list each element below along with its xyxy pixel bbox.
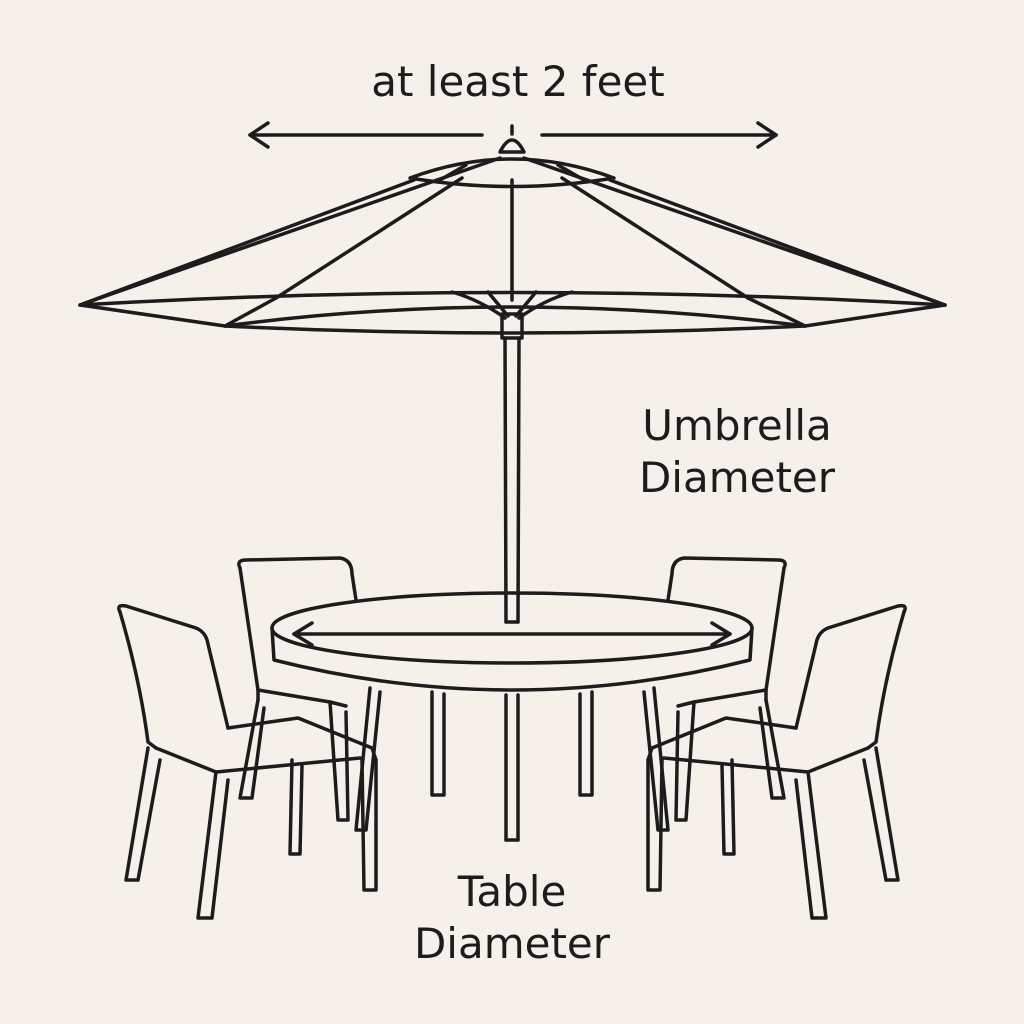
table-leg [578, 690, 594, 797]
chair-leg [238, 698, 266, 800]
table-diameter-label-line2: Diameter [413, 919, 611, 968]
clearance-arrowhead-right [756, 121, 778, 149]
table-edge [270, 626, 754, 692]
chair-leg [720, 758, 736, 856]
chair-back-top [117, 603, 230, 730]
table-leg [430, 690, 446, 797]
chair-leg [794, 770, 828, 920]
chair-seat [256, 688, 348, 708]
umbrella-diameter-label: Umbrella Diameter [612, 400, 862, 504]
table-diameter-label-line1: Table [457, 867, 567, 916]
chair-leg [646, 758, 664, 892]
umbrella-canopy [78, 124, 947, 340]
umbrella-seam [608, 178, 947, 307]
chair-back-left [237, 556, 358, 822]
umbrella-rib [486, 290, 510, 318]
pole-left-edge [503, 336, 508, 624]
umbrella-vent [408, 157, 616, 189]
table-arrowhead-right [710, 621, 732, 647]
chair-leg [196, 770, 230, 920]
umbrella-pole [503, 336, 521, 842]
chair-back-top [666, 556, 787, 602]
table-diameter-label: Table Diameter [392, 866, 632, 970]
chair-back-side [118, 610, 158, 750]
chair-back-right [666, 556, 787, 822]
chair-back-side [238, 566, 260, 702]
clearance-label: at least 2 feet [371, 57, 665, 106]
chair-back-side [866, 610, 906, 750]
umbrella-seam [78, 178, 416, 307]
chair-seat [676, 688, 768, 708]
chair-leg [862, 746, 900, 882]
umbrella-rim-front [223, 305, 807, 328]
umbrella-seam [223, 296, 278, 328]
umbrella-diameter-label-line1: Umbrella [642, 401, 832, 450]
umbrella-seam [560, 176, 750, 300]
umbrella-canopy-outline [78, 156, 947, 335]
chair-leg [288, 758, 304, 856]
chair-seat-back [226, 716, 378, 762]
chair-back-top [794, 603, 907, 730]
chair-back-side [764, 566, 786, 702]
chair-back-top [237, 556, 358, 602]
table-arrowhead-left [292, 621, 314, 647]
umbrella-seam [746, 296, 807, 328]
umbrella-rib [514, 290, 538, 318]
clearance-arrows [248, 121, 778, 149]
table-top [270, 591, 754, 665]
umbrella-seam [274, 176, 464, 300]
chair-leg [124, 746, 162, 882]
clearance-arrowhead-left [248, 121, 270, 149]
chair-seat-back [646, 716, 798, 762]
chair-front-left [117, 603, 378, 920]
umbrella-hub [500, 312, 524, 340]
chair-leg [758, 698, 786, 800]
chair-leg [360, 758, 378, 892]
table [270, 591, 754, 832]
chair-front-right [646, 603, 907, 920]
umbrella-diameter-label-line2: Diameter [638, 453, 836, 502]
umbrella-finial [498, 138, 526, 154]
pole-right-edge [516, 336, 521, 624]
